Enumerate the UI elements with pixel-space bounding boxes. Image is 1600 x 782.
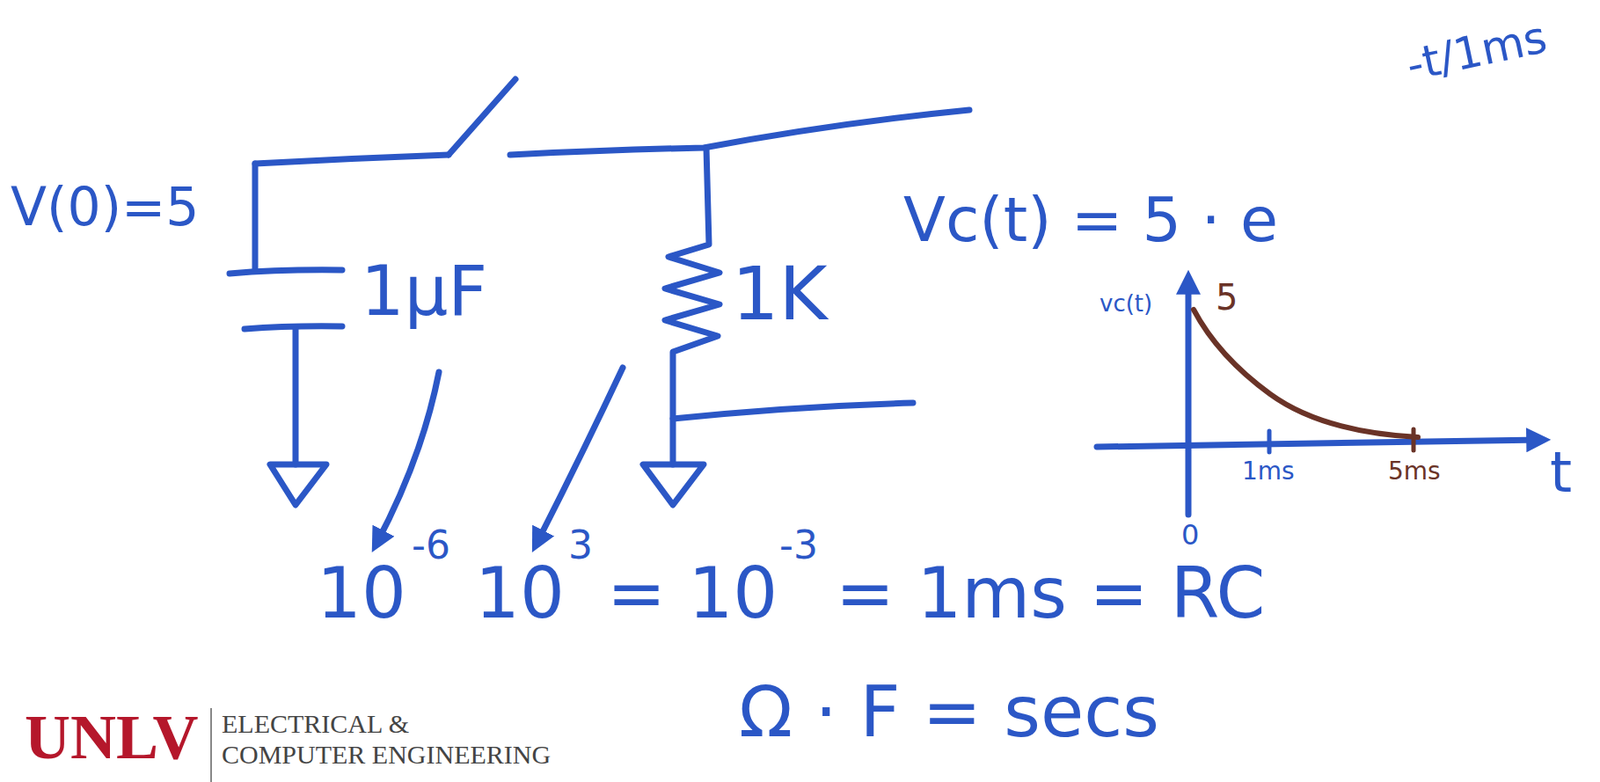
logo-divider — [210, 708, 212, 782]
equation-term: 10 — [474, 558, 565, 629]
leader-arrow — [536, 367, 623, 544]
tick-label: 1ms — [1242, 459, 1295, 484]
capacitor-value: 1µF — [360, 256, 488, 326]
resistor-value: 1K — [731, 256, 828, 331]
wire — [510, 109, 970, 155]
label-holder: COMPUTER ENGINEERING — [221, 741, 551, 768]
label-holder: = 10 — [606, 558, 778, 629]
exponent: -t/1ms — [1402, 14, 1551, 88]
equation-term: 10 — [316, 558, 407, 629]
label-holder: ELECTRICAL & — [221, 710, 410, 738]
tick-label: 5ms — [1388, 459, 1441, 484]
decay-curve — [1193, 309, 1418, 438]
label-holder: -3 — [779, 526, 819, 565]
label-holder: 10 — [316, 558, 407, 629]
label-holder: vc(t) — [1099, 292, 1153, 315]
label-holder: Ω · F = secs — [738, 677, 1160, 748]
wire — [672, 402, 914, 419]
logo-text: UNLV — [24, 705, 198, 769]
label-holder: 3 — [568, 526, 593, 565]
wire — [255, 154, 449, 164]
label-holder: 5 — [1215, 279, 1238, 315]
label-holder: V(0)=5 — [10, 180, 199, 234]
label-holder: 1ms — [1242, 459, 1295, 484]
logo-text: ELECTRICAL & — [221, 710, 410, 738]
axis-label: vc(t) — [1099, 292, 1153, 315]
axis-tick — [1411, 429, 1417, 451]
label-holder: 1µF — [360, 256, 488, 326]
label-holder: Vc(t) = 5 · e — [903, 189, 1279, 251]
x-axis — [1096, 439, 1542, 447]
ground-symbol — [270, 464, 327, 505]
label-holder: = 1ms = RC — [835, 558, 1265, 629]
leader-arrow — [376, 372, 439, 544]
axis-label: t — [1549, 444, 1572, 501]
label-holder: t — [1549, 444, 1572, 501]
voltage-equation: Vc(t) = 5 · e — [903, 189, 1279, 251]
label-holder: 10 — [474, 558, 565, 629]
label-holder: 1K — [731, 256, 828, 331]
axis-value: 5 — [1215, 279, 1238, 315]
origin-label: 0 — [1181, 520, 1199, 549]
label-holder: -t/1ms — [1402, 14, 1551, 88]
ground-symbol — [642, 464, 704, 505]
equation-term: = 10 — [606, 558, 778, 629]
wire — [252, 163, 259, 271]
exponent: -6 — [411, 526, 451, 565]
label-holder: 0 — [1181, 520, 1199, 549]
exponent: 3 — [568, 526, 593, 565]
logo-text: COMPUTER ENGINEERING — [221, 741, 551, 768]
capacitor-plate — [229, 270, 343, 274]
axis-tick — [1267, 431, 1272, 453]
wire — [292, 328, 300, 465]
unit-equation: Ω · F = secs — [738, 677, 1160, 748]
y-axis — [1185, 279, 1192, 515]
label-holder: 5ms — [1388, 459, 1441, 484]
label-holder: -6 — [411, 526, 451, 565]
switch-blade — [448, 79, 516, 155]
equation-term: = 1ms = RC — [835, 558, 1265, 629]
initial-voltage: V(0)=5 — [10, 180, 199, 234]
exponent: -3 — [779, 526, 819, 565]
label-holder: UNLV — [24, 705, 198, 769]
